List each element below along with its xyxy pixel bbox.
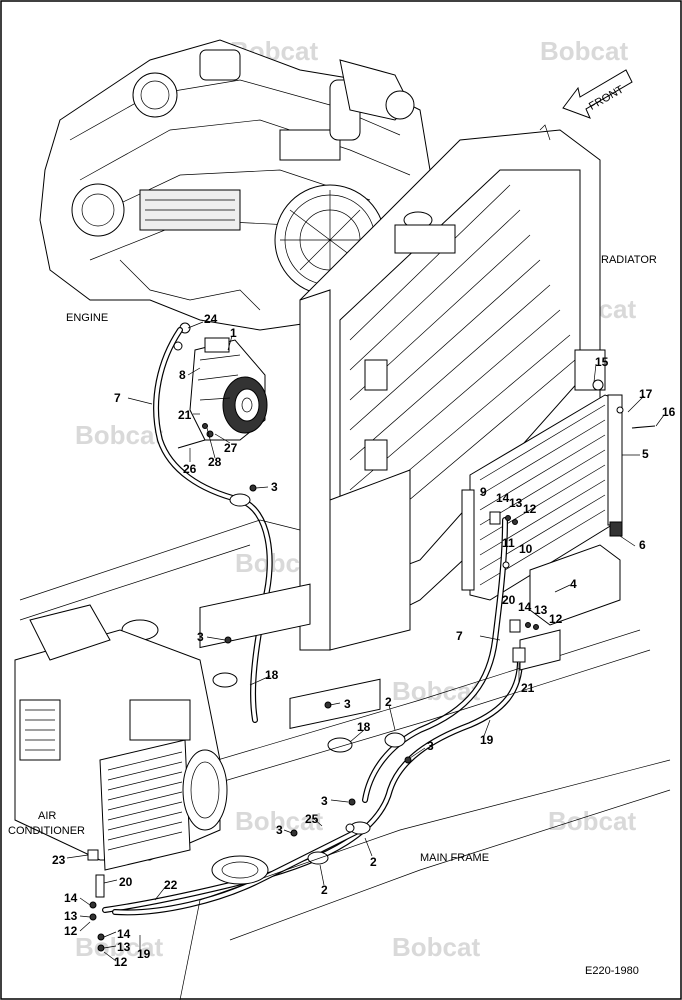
callout-17: 17 xyxy=(639,387,653,401)
air-conditioner-label-line2: CONDITIONER xyxy=(8,825,85,837)
callout-4: 4 xyxy=(570,577,577,591)
callout-3: 3 xyxy=(271,480,278,494)
callout-20: 20 xyxy=(119,875,133,889)
watermark: Bobcat xyxy=(540,36,628,66)
callout-6: 6 xyxy=(639,538,646,552)
callout-14: 14 xyxy=(518,600,532,614)
callout-19: 19 xyxy=(137,947,151,961)
callout-20: 20 xyxy=(502,593,516,607)
callout-3: 3 xyxy=(344,697,351,711)
callout-12: 12 xyxy=(549,612,563,626)
callout-14: 14 xyxy=(64,891,78,905)
condenser xyxy=(461,394,623,601)
callout-13: 13 xyxy=(534,603,548,617)
callout-3: 3 xyxy=(276,823,283,837)
callout-21: 21 xyxy=(521,681,535,695)
callouts: 1 24 8 7 21 27 26 28 3 15 17 16 5 9 14 1… xyxy=(52,312,676,969)
callout-13: 13 xyxy=(509,496,523,510)
callout-27: 27 xyxy=(224,441,238,455)
callout-12: 12 xyxy=(64,924,78,938)
ac-fittings xyxy=(87,379,656,952)
callout-7: 7 xyxy=(456,629,463,643)
callout-19: 19 xyxy=(480,733,494,747)
air-conditioner-unit xyxy=(14,604,228,871)
callout-3: 3 xyxy=(427,739,434,753)
callout-15: 15 xyxy=(595,355,609,369)
main-frame-label: MAIN FRAME xyxy=(420,852,489,864)
callout-2: 2 xyxy=(385,695,392,709)
radiator-label: RADIATOR xyxy=(601,254,657,266)
callout-8: 8 xyxy=(179,368,186,382)
air-conditioner-label-line1: AIR xyxy=(38,810,56,822)
main-frame-illustration xyxy=(19,519,671,1000)
callout-22: 22 xyxy=(164,878,178,892)
callout-21: 21 xyxy=(178,408,192,422)
leader-lines xyxy=(66,321,665,962)
engine-label: ENGINE xyxy=(66,312,108,324)
watermark: Bobcat xyxy=(548,806,636,836)
callout-23: 23 xyxy=(52,853,66,867)
watermark: Bobcat xyxy=(75,932,163,962)
callout-14: 14 xyxy=(117,927,131,941)
callout-28: 28 xyxy=(208,455,222,469)
callout-7: 7 xyxy=(114,391,121,405)
drawing-number: E220-1980 xyxy=(585,965,639,977)
callout-18: 18 xyxy=(357,720,371,734)
hose-7-lower xyxy=(362,517,508,803)
callout-13: 13 xyxy=(64,909,78,923)
hose-19 xyxy=(102,657,523,913)
watermark: Bobcat xyxy=(235,806,323,836)
callout-9: 9 xyxy=(480,485,487,499)
callout-16: 16 xyxy=(662,405,676,419)
front-arrow: FRONT xyxy=(562,69,633,119)
radiator-illustration xyxy=(299,124,606,651)
callout-3: 3 xyxy=(321,794,328,808)
callout-14: 14 xyxy=(496,491,510,505)
callout-3: 3 xyxy=(197,630,204,644)
watermark: Bobcat xyxy=(392,932,480,962)
callout-26: 26 xyxy=(183,462,197,476)
callout-12: 12 xyxy=(114,955,128,969)
callout-1: 1 xyxy=(230,326,237,340)
callout-10: 10 xyxy=(519,542,533,556)
callout-11: 11 xyxy=(502,536,515,550)
callout-5: 5 xyxy=(642,447,649,461)
compressor xyxy=(189,337,268,441)
callout-13: 13 xyxy=(117,940,131,954)
callout-2: 2 xyxy=(370,855,377,869)
callout-24: 24 xyxy=(204,312,218,326)
callout-25: 25 xyxy=(305,812,319,826)
compressor-bolts xyxy=(173,322,214,449)
callout-2: 2 xyxy=(321,883,328,897)
callout-18: 18 xyxy=(265,668,279,682)
watermark: Bobcat xyxy=(75,420,163,450)
callout-12: 12 xyxy=(523,502,537,516)
